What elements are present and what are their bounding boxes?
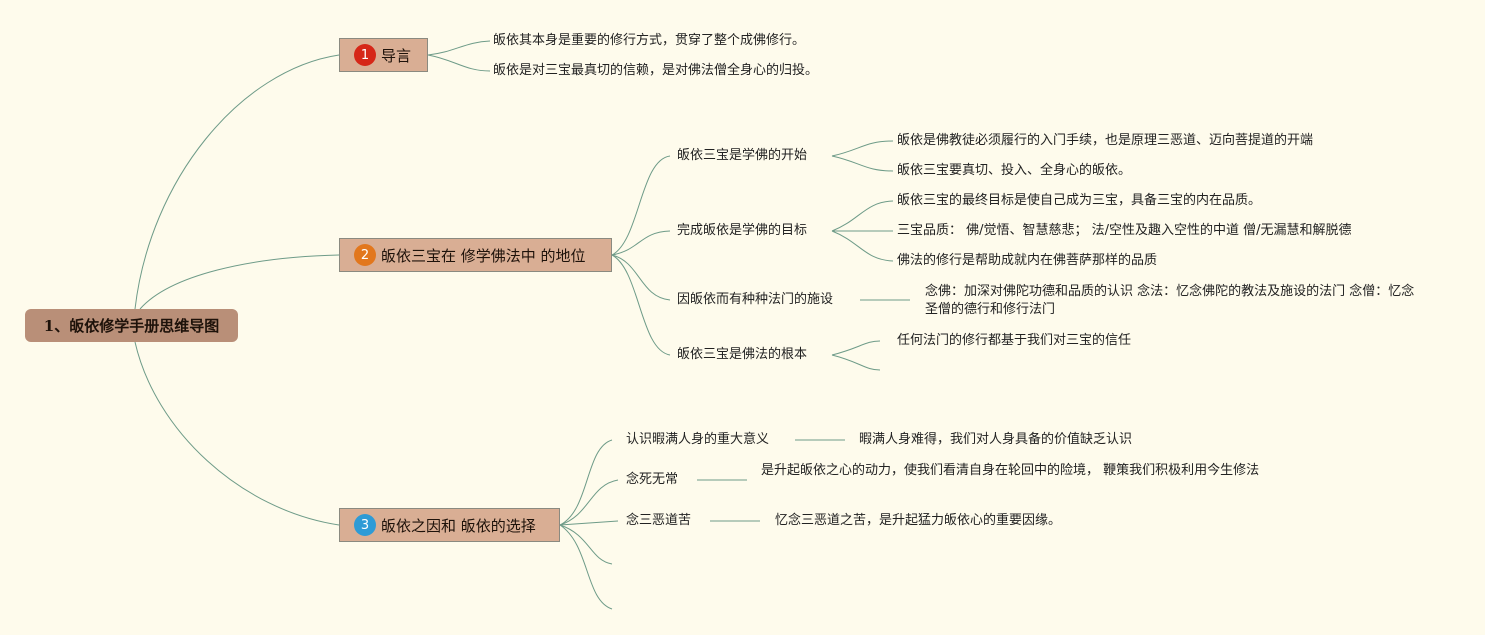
branch-2-topic-2[interactable]: 完成皈依是学佛的目标 [677,223,808,238]
branch-node-3[interactable]: 3 皈依之因和 皈依的选择 [339,508,560,542]
number-3-badge-icon: 3 [354,514,376,536]
branch-label-3: 皈依之因和 皈依的选择 [381,516,536,535]
branch-2-topic-1[interactable]: 皈依三宝是学佛的开始 [677,148,808,163]
branch-node-1[interactable]: 1 导言 [339,38,428,72]
branch-2-topic-1-item-2[interactable]: 皈依三宝要真切、投入、全身心的皈依。 [897,163,1132,178]
branch-2-topic-2-item-1[interactable]: 皈依三宝的最终目标是使自己成为三宝，具备三宝的内在品质。 [897,193,1262,208]
branch-2-topic-3-item-1[interactable]: 念佛：加深对佛陀功德和品质的认识 念法：忆念佛陀的教法及施设的法门 念僧：忆念圣… [925,284,1415,317]
branch-3-topic-2[interactable]: 念死无常 [626,472,679,487]
branch-2-topic-2-item-2[interactable]: 三宝品质： 佛/觉悟、智慧慈悲； 法/空性及趣入空性的中道 僧/无漏慧和解脱德 [897,223,1352,238]
root-node[interactable]: 1、皈依修学手册思维导图 [25,309,238,342]
branch-3-topic-1-item-1[interactable]: 暇满人身难得，我们对人身具备的价值缺乏认识 [859,432,1133,447]
branch-2-topic-4[interactable]: 皈依三宝是佛法的根本 [677,347,808,362]
branch-3-topic-3[interactable]: 念三恶道苦 [626,513,692,528]
branch-3-topic-1[interactable]: 认识暇满人身的重大意义 [626,432,770,447]
branch-1-item-2[interactable]: 皈依是对三宝最真切的信赖，是对佛法僧全身心的归投。 [493,63,819,78]
branch-2-topic-2-item-3[interactable]: 佛法的修行是帮助成就内在佛菩萨那样的品质 [897,253,1158,268]
branch-3-topic-3-item-1[interactable]: 忆念三恶道之苦，是升起猛力皈依心的重要因缘。 [775,513,1062,528]
branch-node-2[interactable]: 2 皈依三宝在 修学佛法中 的地位 [339,238,612,272]
number-2-badge-icon: 2 [354,244,376,266]
branch-3-topic-2-item-1[interactable]: 是升起皈依之心的动力，使我们看清自身在轮回中的险境， 鞭策我们积极利用今生修法 [761,463,1260,478]
number-1-badge-icon: 1 [354,44,376,66]
branch-2-topic-4-item-1[interactable]: 任何法门的修行都基于我们对三宝的信任 [897,333,1132,348]
branch-1-item-1[interactable]: 皈依其本身是重要的修行方式，贯穿了整个成佛修行。 [493,33,806,48]
branch-label-2: 皈依三宝在 修学佛法中 的地位 [381,246,586,265]
branch-label-1: 导言 [381,46,412,65]
branch-2-topic-3[interactable]: 因皈依而有种种法门的施设 [677,292,834,307]
branch-2-topic-1-item-1[interactable]: 皈依是佛教徒必须履行的入门手续，也是原理三恶道、迈向菩提道的开端 [897,133,1314,148]
